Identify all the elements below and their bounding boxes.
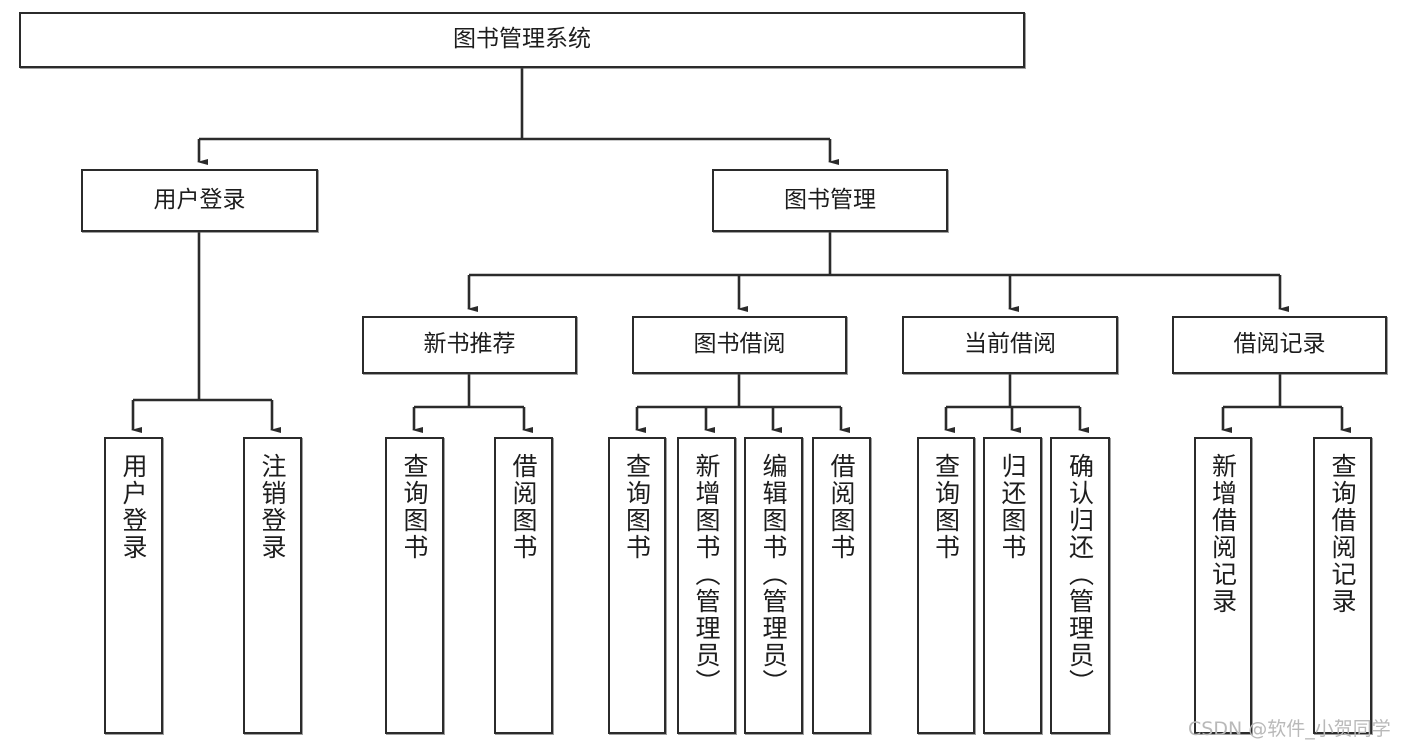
node-book-management[interactable]: 图书管理 bbox=[712, 169, 948, 232]
leaf-add-borrow-record[interactable]: 新增借阅记录 bbox=[1194, 437, 1252, 734]
leaf-add-book-admin[interactable]: 新增图书（管理员） bbox=[677, 437, 736, 734]
leaf-logout[interactable]: 注销登录 bbox=[243, 437, 302, 734]
node-label: 确认归还（管理员） bbox=[1065, 453, 1095, 696]
node-label: 查询图书 bbox=[400, 453, 429, 561]
leaf-confirm-return-admin[interactable]: 确认归还（管理员） bbox=[1050, 437, 1110, 734]
node-label: 注销登录 bbox=[258, 453, 287, 561]
node-borrow-record[interactable]: 借阅记录 bbox=[1172, 316, 1387, 374]
node-label: 图书借阅 bbox=[693, 331, 786, 358]
node-label: 查询图书 bbox=[622, 453, 652, 561]
leaf-edit-book-admin[interactable]: 编辑图书（管理员） bbox=[744, 437, 803, 734]
node-label: 当前借阅 bbox=[964, 331, 1056, 358]
node-label: 用户登录 bbox=[153, 186, 246, 213]
node-label: 编辑图书（管理员） bbox=[759, 453, 788, 696]
node-current-borrow[interactable]: 当前借阅 bbox=[902, 316, 1118, 374]
node-label: 新增图书（管理员） bbox=[692, 453, 721, 696]
node-label: 用户登录 bbox=[119, 453, 148, 561]
leaf-query-book-recommend[interactable]: 查询图书 bbox=[385, 437, 444, 734]
leaf-return-book[interactable]: 归还图书 bbox=[983, 437, 1042, 734]
node-label: 新书推荐 bbox=[423, 331, 516, 358]
node-label: 查询借阅记录 bbox=[1328, 453, 1357, 615]
node-label: 图书管理 bbox=[784, 186, 876, 213]
node-new-book-recommend[interactable]: 新书推荐 bbox=[362, 316, 577, 374]
leaf-borrow-book-recommend[interactable]: 借阅图书 bbox=[494, 437, 553, 734]
node-book-borrow[interactable]: 图书借阅 bbox=[632, 316, 847, 374]
leaf-query-borrow-record[interactable]: 查询借阅记录 bbox=[1313, 437, 1372, 734]
node-label: 借阅图书 bbox=[827, 453, 856, 561]
node-label: 新增借阅记录 bbox=[1208, 453, 1238, 615]
node-root[interactable]: 图书管理系统 bbox=[19, 12, 1025, 68]
node-label: 查询图书 bbox=[931, 453, 961, 561]
node-label: 借阅图书 bbox=[509, 453, 538, 561]
leaf-query-book-current[interactable]: 查询图书 bbox=[917, 437, 975, 734]
leaf-user-login[interactable]: 用户登录 bbox=[104, 437, 163, 734]
leaf-query-book-borrow[interactable]: 查询图书 bbox=[608, 437, 666, 734]
node-user-login[interactable]: 用户登录 bbox=[81, 169, 318, 232]
node-label: 借阅记录 bbox=[1233, 331, 1326, 358]
node-label: 归还图书 bbox=[998, 453, 1027, 561]
leaf-borrow-book[interactable]: 借阅图书 bbox=[812, 437, 871, 734]
node-label: 图书管理系统 bbox=[453, 26, 591, 53]
